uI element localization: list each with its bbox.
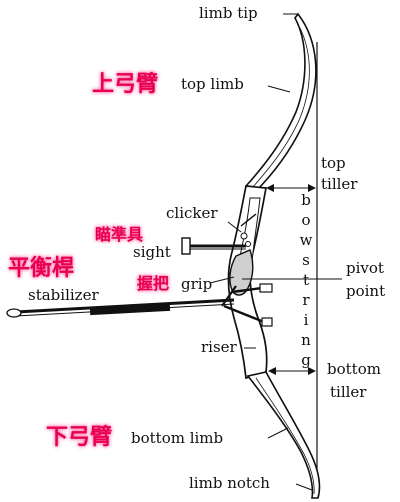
zh-label-sight: 瞄準具 — [95, 225, 144, 244]
clicker-blade — [240, 213, 257, 227]
stabilizer-weight-block — [89, 303, 171, 316]
bowstring-letter: o — [301, 211, 311, 229]
plunger-button-2 — [245, 241, 251, 247]
v-bar-lower-weight — [261, 317, 273, 327]
pointer-bottom-limb — [267, 427, 289, 439]
pointer-clicker — [227, 221, 242, 233]
sight-pin — [181, 237, 191, 255]
pointer-top-limb — [267, 85, 291, 93]
bottom-tiller-arrow — [268, 367, 316, 375]
label-stabilizer: stabilizer — [28, 286, 99, 304]
label-top-tiller-2: tiller — [321, 175, 358, 193]
stabilizer-end-weight — [6, 308, 22, 318]
bowstring-letter: n — [301, 331, 311, 349]
v-bar-lower — [223, 304, 265, 324]
label-bottom-tiller-1: bottom — [327, 360, 381, 378]
v-bar-upper — [231, 286, 263, 294]
zh-label-grip: 握把 — [137, 274, 170, 293]
label-pivot-2: point — [346, 282, 386, 300]
zh-label-stabilizer: 平衡桿 — [8, 256, 75, 281]
upper-limb-inner-line — [251, 27, 310, 189]
zh-label-bottom-limb: 下弓臂 — [46, 425, 113, 450]
lower-limb-inner-line — [255, 377, 315, 495]
bowstring-letter: g — [301, 351, 311, 369]
pointer-grip — [209, 276, 235, 284]
v-bar-upper-weight — [259, 283, 273, 293]
bowstring-letter: b — [301, 191, 311, 209]
label-bottom-limb: bottom limb — [131, 429, 224, 447]
pointer-limb-notch — [295, 483, 313, 491]
plunger-button — [240, 232, 248, 240]
bowstring-letter: s — [302, 251, 310, 269]
label-top-limb: top limb — [181, 75, 244, 93]
label-pivot-1: pivot — [346, 259, 384, 277]
bowstring-letter: w — [299, 231, 313, 249]
bowstring-letter: t — [302, 271, 310, 289]
label-grip: grip — [181, 275, 213, 293]
label-bottom-tiller-2: tiller — [330, 383, 367, 401]
bowstring-letter: i — [303, 311, 309, 329]
label-clicker: clicker — [166, 204, 218, 222]
label-top-tiller-1: top — [321, 154, 346, 172]
top-tiller-arrow — [266, 184, 316, 192]
label-bowstring: b o w s t r i n g — [298, 190, 314, 370]
grip-shape — [229, 249, 254, 296]
lower-limb — [246, 371, 321, 499]
label-limb-notch: limb notch — [189, 474, 270, 492]
label-limb-tip: limb tip — [199, 4, 258, 22]
label-riser: riser — [201, 338, 237, 356]
stabilizer-rod — [15, 298, 235, 314]
zh-label-top-limb: 上弓臂 — [92, 72, 159, 97]
bowstring-letter: r — [302, 291, 310, 309]
label-sight: sight — [133, 243, 171, 261]
v-bar-mount — [221, 285, 237, 307]
